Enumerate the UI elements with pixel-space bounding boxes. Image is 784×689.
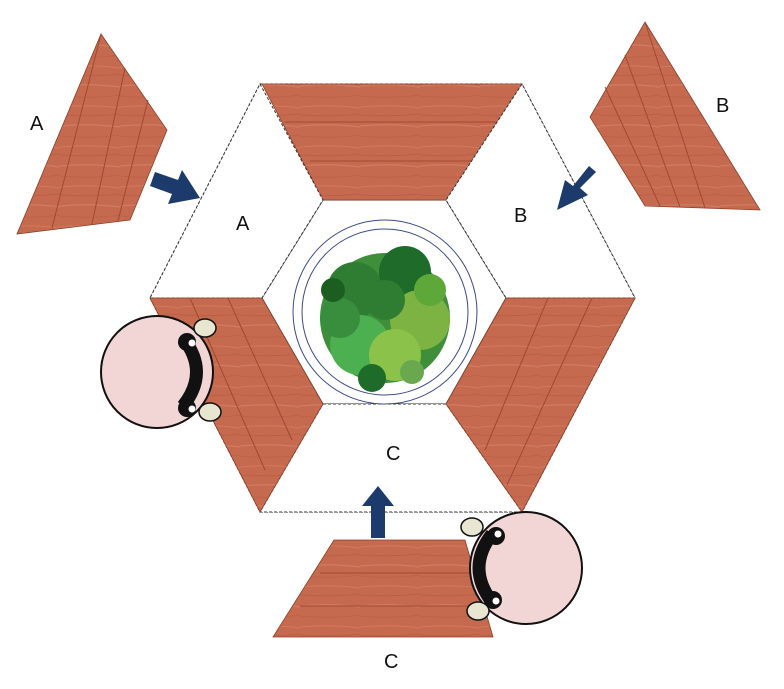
loose-piece-c: [272, 539, 494, 638]
loose-piece-a: [16, 33, 168, 235]
label-slot-a: A: [236, 213, 250, 235]
arrow-right-down-icon: [150, 170, 200, 204]
label-piece-c: C: [384, 651, 398, 673]
person-left: [100, 315, 222, 429]
label-piece-b: B: [716, 95, 729, 117]
arrow-up-icon: [362, 486, 394, 538]
label-slot-b: B: [514, 205, 527, 227]
arrow-left-down-icon: [557, 166, 596, 210]
slot-b: [445, 83, 636, 299]
shrub-icon: [320, 246, 450, 392]
label-slot-c: C: [386, 443, 400, 465]
person-right: [460, 511, 583, 625]
label-piece-a: A: [30, 113, 44, 135]
loose-piece-b: [589, 21, 761, 211]
